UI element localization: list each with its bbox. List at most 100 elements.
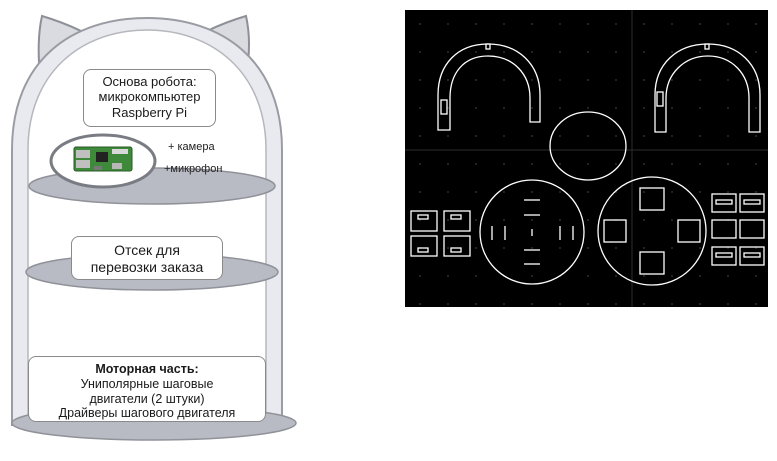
cad-grid-dot xyxy=(587,191,589,193)
cad-grid-dot xyxy=(559,303,561,305)
cad-grid-dot xyxy=(643,219,645,221)
cad-grid-dot xyxy=(671,219,673,221)
cad-disc-left-slots xyxy=(491,199,574,265)
cad-grid-dot xyxy=(755,51,757,53)
cad-grid-dot xyxy=(671,51,673,53)
cad-grid-dot xyxy=(671,191,673,193)
cad-grid-dot xyxy=(615,163,617,165)
cad-grid-dot xyxy=(475,79,477,81)
cad-grid-dot xyxy=(475,247,477,249)
cad-grid-dot xyxy=(503,219,505,221)
cad-grid-dot xyxy=(727,135,729,137)
cad-grid-dot xyxy=(419,135,421,137)
cad-grid-dot xyxy=(503,135,505,137)
cad-grid-dot xyxy=(699,23,701,25)
cad-grid-dot xyxy=(503,107,505,109)
box-motor-section-line2: двигатели (2 штуки) xyxy=(89,391,205,406)
cad-arch-left xyxy=(437,43,541,131)
label-microphone: +микрофон xyxy=(164,163,223,175)
cad-grid-dot xyxy=(755,163,757,165)
cad-grid-dot xyxy=(727,23,729,25)
cad-grid-dot xyxy=(615,275,617,277)
cad-grid-dot xyxy=(587,219,589,221)
cad-grid-dot xyxy=(699,51,701,53)
cad-grid-dot xyxy=(419,163,421,165)
cad-grid-dot xyxy=(531,135,533,137)
cad-grid-dot xyxy=(755,107,757,109)
cad-grid-dot xyxy=(615,51,617,53)
cad-grid-dot xyxy=(447,79,449,81)
cad-arch-left-notch xyxy=(485,43,491,50)
cad-grid-dot xyxy=(643,163,645,165)
cad-grid-dot xyxy=(447,303,449,305)
cad-grid-dot xyxy=(699,135,701,137)
cad-grid-dot xyxy=(671,247,673,249)
cad-grid-dot xyxy=(503,247,505,249)
cad-arch-right xyxy=(654,43,761,133)
label-camera: + камера xyxy=(168,141,215,153)
cad-grid-dot xyxy=(447,191,449,193)
cad-grid-dot xyxy=(559,23,561,25)
cad-small-parts-left xyxy=(410,210,471,257)
cad-grid-dot xyxy=(587,163,589,165)
cad-grid-dot xyxy=(643,51,645,53)
box-robot-base-line1: Основа робота: xyxy=(102,74,197,89)
cad-grid-dot xyxy=(755,191,757,193)
cad-grid-dot xyxy=(699,275,701,277)
cad-grid-dots xyxy=(419,23,757,305)
cad-grid-dot xyxy=(559,219,561,221)
box-order-compartment-line2: перевозки заказа xyxy=(90,258,204,275)
cad-layout xyxy=(405,10,768,307)
cad-grid-dot xyxy=(671,303,673,305)
cad-grid-dot xyxy=(643,79,645,81)
cad-disc-right xyxy=(597,176,707,286)
cad-grid-dot xyxy=(699,247,701,249)
cad-grid-dot xyxy=(531,191,533,193)
cad-grid-dot xyxy=(559,163,561,165)
cad-grid-dot xyxy=(419,191,421,193)
cad-grid-dot xyxy=(531,219,533,221)
cad-grid-dot xyxy=(699,79,701,81)
cad-arch-right-notch xyxy=(704,43,710,50)
cad-grid-dot xyxy=(699,303,701,305)
robot-dome-inner xyxy=(27,29,267,426)
cad-grid-dot xyxy=(727,51,729,53)
cad-grid-dot xyxy=(531,275,533,277)
cad-disc-right-cutouts xyxy=(603,187,701,275)
cad-grid-dot xyxy=(587,51,589,53)
cad-grid-dot xyxy=(419,275,421,277)
cad-grid-dot xyxy=(615,23,617,25)
cad-grid-dot xyxy=(671,23,673,25)
cad-grid-dot xyxy=(447,247,449,249)
cad-grid-dot xyxy=(671,135,673,137)
cad-disc-left xyxy=(479,179,585,285)
cad-small-parts-right xyxy=(711,193,765,266)
cad-grid-dot xyxy=(531,79,533,81)
cad-grid-dot xyxy=(447,135,449,137)
cad-grid-dot xyxy=(447,275,449,277)
cad-grid-dot xyxy=(559,191,561,193)
cad-grid-dot xyxy=(447,163,449,165)
cad-grid-dot xyxy=(559,107,561,109)
cad-oval-plate xyxy=(549,111,627,181)
cad-grid-dot xyxy=(755,79,757,81)
cad-grid-dot xyxy=(531,107,533,109)
cad-grid-dot xyxy=(559,79,561,81)
cad-grid-dot xyxy=(447,219,449,221)
box-robot-base-line2: микрокомпьютер xyxy=(98,89,201,105)
cad-grid-dot xyxy=(755,135,757,137)
cad-grid-dot xyxy=(475,163,477,165)
cad-grid-dot xyxy=(727,191,729,193)
cad-grid-dot xyxy=(615,135,617,137)
cad-grid-dot xyxy=(615,107,617,109)
cad-grid-dot xyxy=(475,303,477,305)
cad-grid-dot xyxy=(475,107,477,109)
cad-grid-dot xyxy=(475,135,477,137)
cad-grid-dot xyxy=(587,247,589,249)
cad-grid-dot xyxy=(587,23,589,25)
cad-grid-dot xyxy=(559,51,561,53)
cad-grid-dot xyxy=(447,51,449,53)
cad-grid-dot xyxy=(419,23,421,25)
box-motor-section: Моторная часть: Униполярные шаговые двиг… xyxy=(28,356,266,422)
box-robot-base-line3: Raspberry Pi xyxy=(111,104,188,120)
